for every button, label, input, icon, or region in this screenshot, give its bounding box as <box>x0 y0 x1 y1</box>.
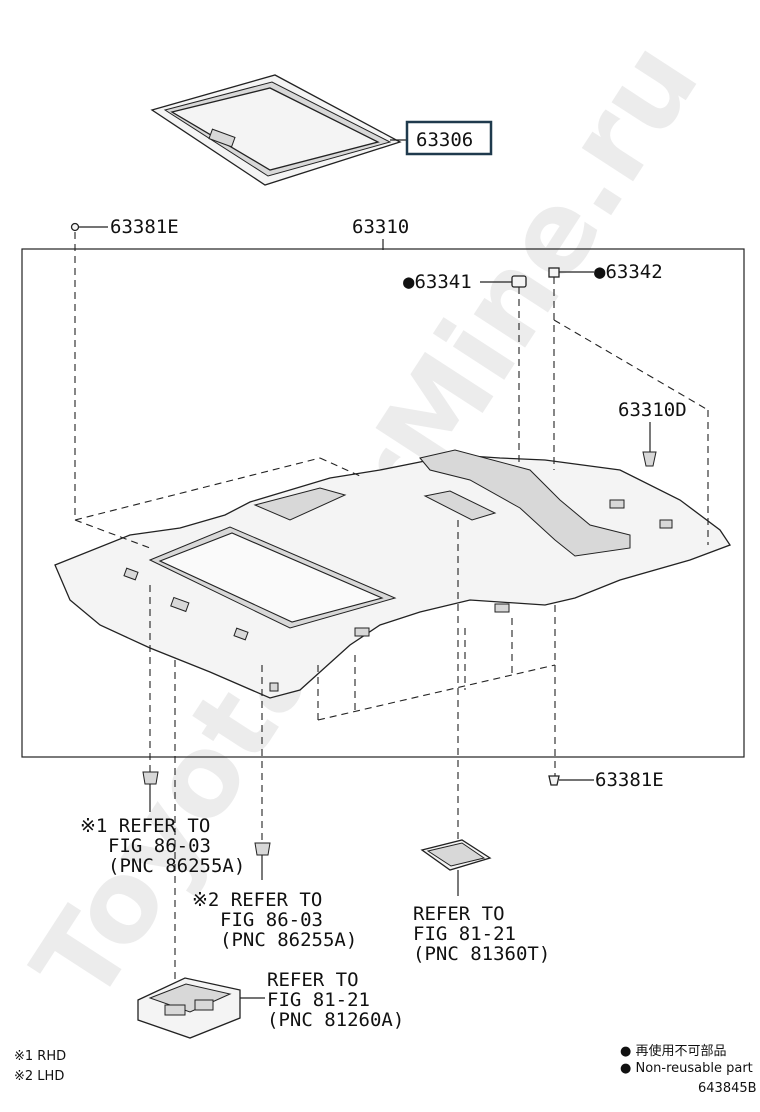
ref3-line2: FIG 81-21 <box>413 923 516 945</box>
part-63342[interactable]: ●63342 <box>594 261 663 283</box>
headliner <box>54 449 731 699</box>
ref4-line1: REFER TO <box>267 969 359 991</box>
dashed-guides <box>74 232 709 985</box>
legend-lhd: ※2 LHD <box>14 1069 64 1084</box>
part-63310[interactable]: 63310 <box>352 216 409 238</box>
clip-lhd <box>254 842 271 856</box>
overhead-console <box>137 977 241 1039</box>
assembly-frame <box>21 248 745 758</box>
ref2-line3: (PNC 86255A) <box>220 929 357 951</box>
part-63341[interactable]: ●63341 <box>403 271 472 293</box>
highlight-box-63306 <box>405 120 493 156</box>
legend-nonreusable-jp: ● 再使用不可部品 <box>620 1043 726 1059</box>
part-63310d[interactable]: 63310D <box>618 399 687 421</box>
ref1-line3: (PNC 86255A) <box>108 855 245 877</box>
part-63306[interactable]: 63306 <box>416 129 473 151</box>
ref1-line2: FIG 86-03 <box>108 835 211 857</box>
ref2-line1: ※2 REFER TO <box>192 889 322 911</box>
ref4-line3: (PNC 81260A) <box>267 1009 404 1031</box>
legend-nonreusable-en: ● Non-reusable part <box>620 1061 753 1076</box>
part-63381e-top[interactable]: 63381E <box>110 216 179 238</box>
legend-rhd: ※1 RHD <box>14 1049 66 1064</box>
ref1-line1: ※1 REFER TO <box>80 815 210 837</box>
sunshade-panel <box>150 74 402 186</box>
ref3-line3: (PNC 81360T) <box>413 943 550 965</box>
room-lamp <box>420 839 492 871</box>
ref4-line2: FIG 81-21 <box>267 989 370 1011</box>
part-63381e-bottom[interactable]: 63381E <box>595 769 664 791</box>
ref3-line1: REFER TO <box>413 903 505 925</box>
ref2-line2: FIG 86-03 <box>220 909 323 931</box>
clip-rhd <box>142 771 159 785</box>
figure-code: 643845B <box>698 1081 757 1096</box>
